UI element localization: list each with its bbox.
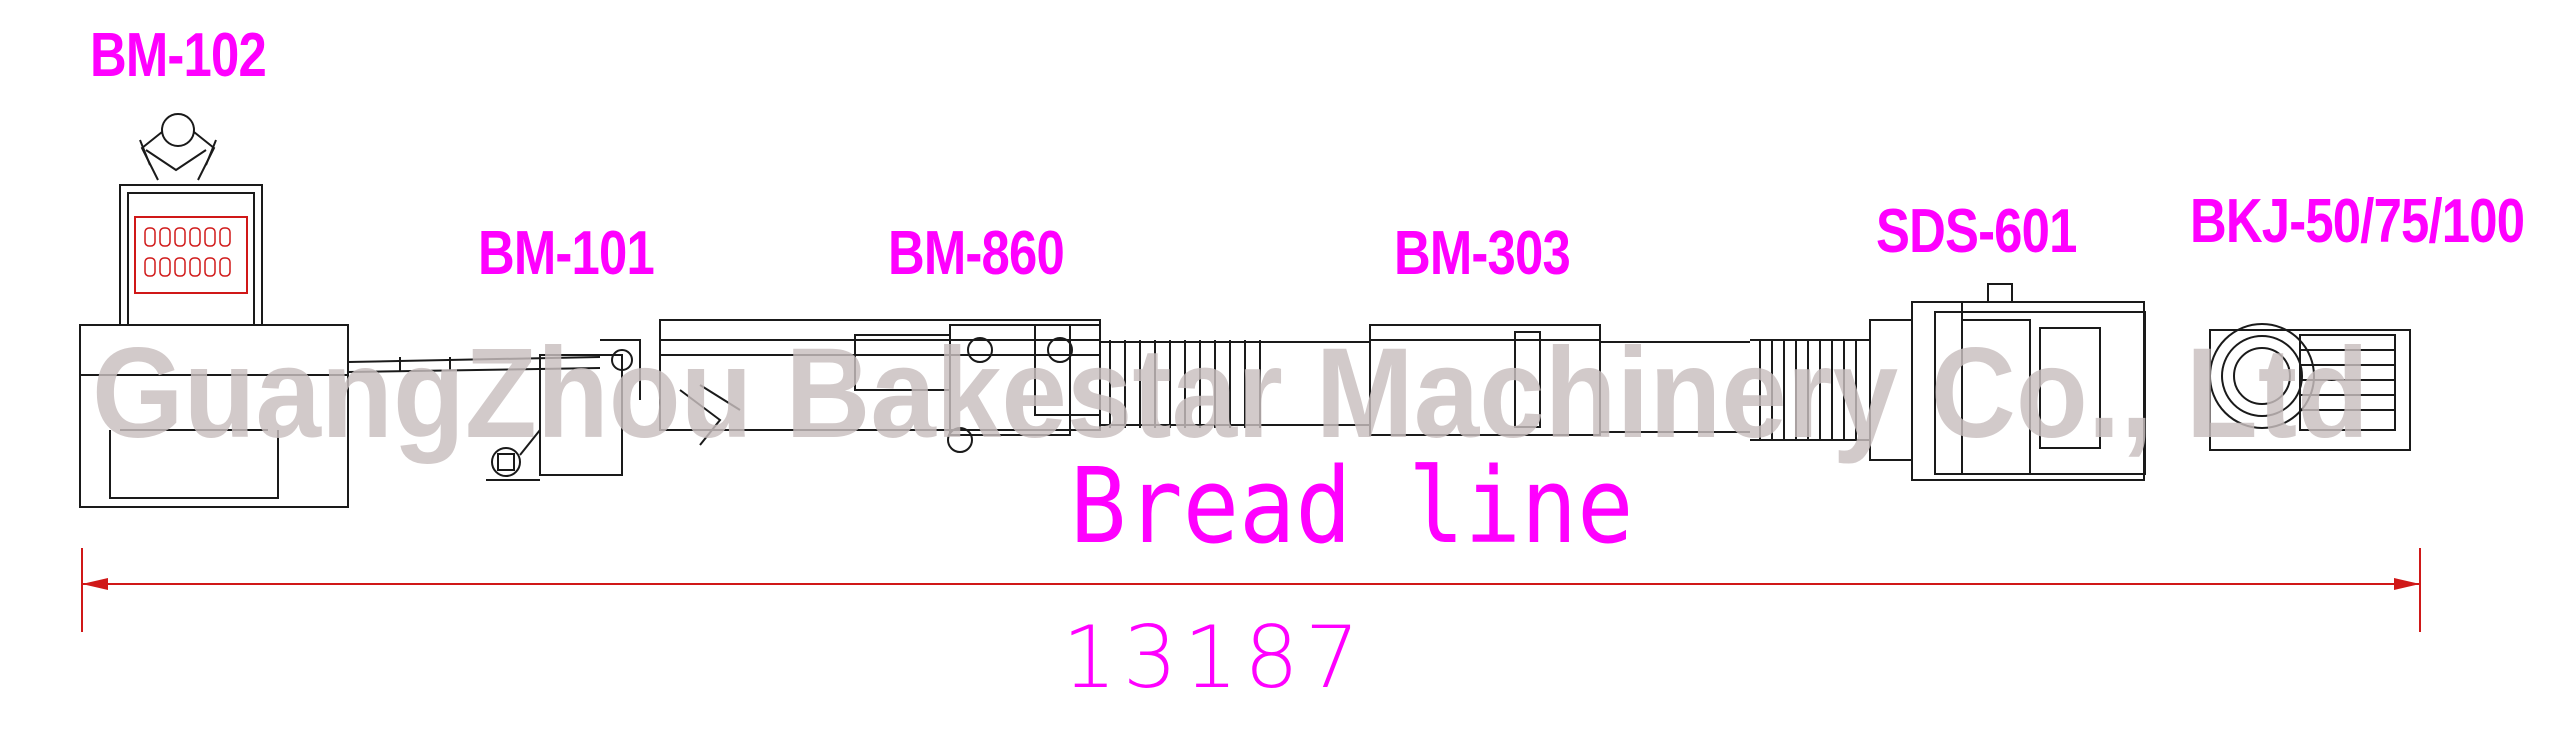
dimension-line xyxy=(81,548,2421,632)
machine-bm-303 xyxy=(1369,324,1750,436)
label-sds-601: SDS-601 xyxy=(1876,197,2077,266)
label-bm-101: BM-101 xyxy=(478,219,655,288)
company-watermark: GuangZhou Bakestar Machinery Co., Ltd xyxy=(92,322,2369,465)
dough-tray-icon xyxy=(144,227,231,277)
dimension-value: 13187 xyxy=(1062,608,1366,708)
label-bm-102: BM-102 xyxy=(90,21,267,90)
label-bm-303: BM-303 xyxy=(1394,219,1571,288)
operator-icon xyxy=(139,113,217,181)
label-bm-860: BM-860 xyxy=(888,219,1065,288)
conveyor-3 xyxy=(1750,339,1870,441)
line-title: Bread line xyxy=(1070,445,1634,567)
conveyor-2 xyxy=(1100,340,1370,428)
machine-sds-601 xyxy=(1869,283,2146,481)
machine-bkj xyxy=(2209,323,2411,451)
label-bkj: BKJ-50/75/100 xyxy=(2190,187,2525,256)
conveyor-1 xyxy=(347,356,601,373)
machine-bm-101 xyxy=(486,339,641,481)
machine-bm-102 xyxy=(79,113,349,508)
machine-bm-860 xyxy=(659,319,1101,453)
